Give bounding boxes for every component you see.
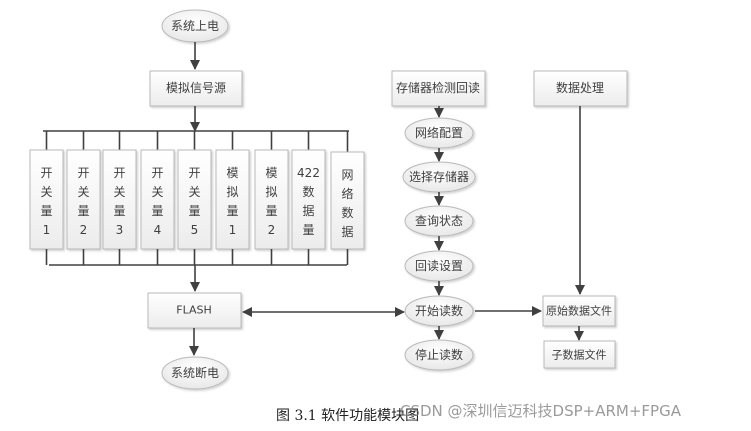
channel-box: 开关量 4: [140, 149, 175, 250]
node-sub-data-file: 子数据文件: [543, 340, 616, 369]
channel-label-line: 数: [302, 184, 314, 199]
channel-label-line: 关: [188, 185, 200, 199]
channel-label-line: 量: [40, 204, 52, 218]
channel-box: 422 数据量: [291, 149, 326, 250]
readback-step: 回读设置: [404, 250, 474, 282]
watermark: CSDN @深圳信迈科技DSP+ARM+FPGA: [400, 402, 681, 420]
channel-label-line: 1: [43, 223, 51, 237]
channel-label-line: 2: [268, 223, 276, 237]
channel-label-line: 开: [151, 166, 163, 180]
channel-label-line: 量: [188, 204, 200, 218]
node-raw-data-file: 原始数据文件: [542, 295, 616, 327]
channel-label-line: 量: [77, 204, 89, 218]
figure-caption: 图 3.1 软件功能模块图: [276, 408, 420, 424]
readback-step: 网络配置: [404, 117, 474, 149]
channel-label-line: 开: [77, 166, 89, 180]
channel-label-line: 2: [80, 223, 88, 237]
readback-step: 查询状态: [404, 205, 474, 237]
node-label: FLASH: [176, 304, 212, 317]
step-label: 查询状态: [415, 214, 463, 228]
channel-label-line: 4: [154, 223, 162, 237]
step-label: 停止读数: [415, 347, 463, 362]
top-bus-drops: [45, 131, 349, 152]
channel-label-line: 数: [341, 205, 353, 220]
channel-label-line: 开: [40, 166, 52, 180]
node-label: 系统上电: [171, 19, 219, 33]
node-label: 系统断电: [171, 365, 219, 380]
node-data-processing: 数据处理: [533, 70, 628, 107]
readback-step: 选择存储器: [402, 161, 476, 193]
step-label: 网络配置: [415, 125, 463, 140]
channel-label-line: 5: [191, 223, 199, 237]
channel-box: 开关量 1: [29, 149, 64, 250]
node-label: 子数据文件: [552, 348, 607, 362]
channel-label-line: 量: [151, 204, 163, 218]
channel-label-line: 422: [297, 166, 320, 180]
channel-label-line: 开: [113, 166, 125, 180]
bottom-bus-drops: [45, 249, 349, 265]
step-label: 回读设置: [415, 259, 463, 273]
channel-label-line: 关: [77, 185, 89, 199]
node-system-power-on: 系统上电: [161, 9, 229, 43]
channel-label-line: 拟: [226, 185, 238, 199]
node-memory-check-readback: 存储器检测回读: [391, 70, 486, 107]
channel-label-line: 络: [341, 186, 353, 201]
channel-box: 模拟量 1: [215, 149, 250, 250]
readback-step: 开始读数: [404, 295, 474, 327]
channel-label-line: 量: [265, 204, 277, 218]
channel-label-line: 1: [229, 223, 237, 237]
channel-box: 开关量 3: [102, 149, 137, 250]
channel-label-line: 关: [113, 185, 125, 199]
channel-label-line: 模: [265, 166, 277, 180]
node-analog-signal-source: 模拟信号源: [149, 70, 243, 107]
node-label: 存储器检测回读: [396, 80, 480, 95]
channel-box: 开关量 2: [66, 149, 101, 250]
channel-label-line: 量: [302, 223, 314, 237]
channel-label-line: 关: [151, 185, 163, 199]
node-flash: FLASH: [147, 292, 242, 329]
step-label: 选择存储器: [409, 169, 469, 184]
channel-label-line: 关: [40, 185, 52, 199]
channel-label-line: 网: [341, 168, 353, 182]
channel-box: 开关量 5: [177, 149, 212, 250]
node-label: 模拟信号源: [166, 81, 226, 95]
channel-label-line: 据: [341, 225, 353, 239]
channel-label-line: 模: [226, 166, 238, 180]
channel-label-line: 拟: [265, 185, 277, 199]
channel-box: 模拟量 2: [254, 149, 289, 250]
readback-step: 停止读数: [404, 339, 474, 371]
channel-label-line: 3: [116, 223, 124, 237]
channel-label-line: 量: [226, 204, 238, 218]
channel-label-line: 量: [113, 204, 125, 218]
node-label: 原始数据文件: [546, 304, 612, 318]
node-label: 数据处理: [556, 80, 604, 95]
channel-label-line: 据: [302, 204, 314, 218]
step-label: 开始读数: [415, 303, 463, 318]
node-system-power-off: 系统断电: [161, 356, 229, 390]
channel-label-line: 开: [188, 166, 200, 180]
